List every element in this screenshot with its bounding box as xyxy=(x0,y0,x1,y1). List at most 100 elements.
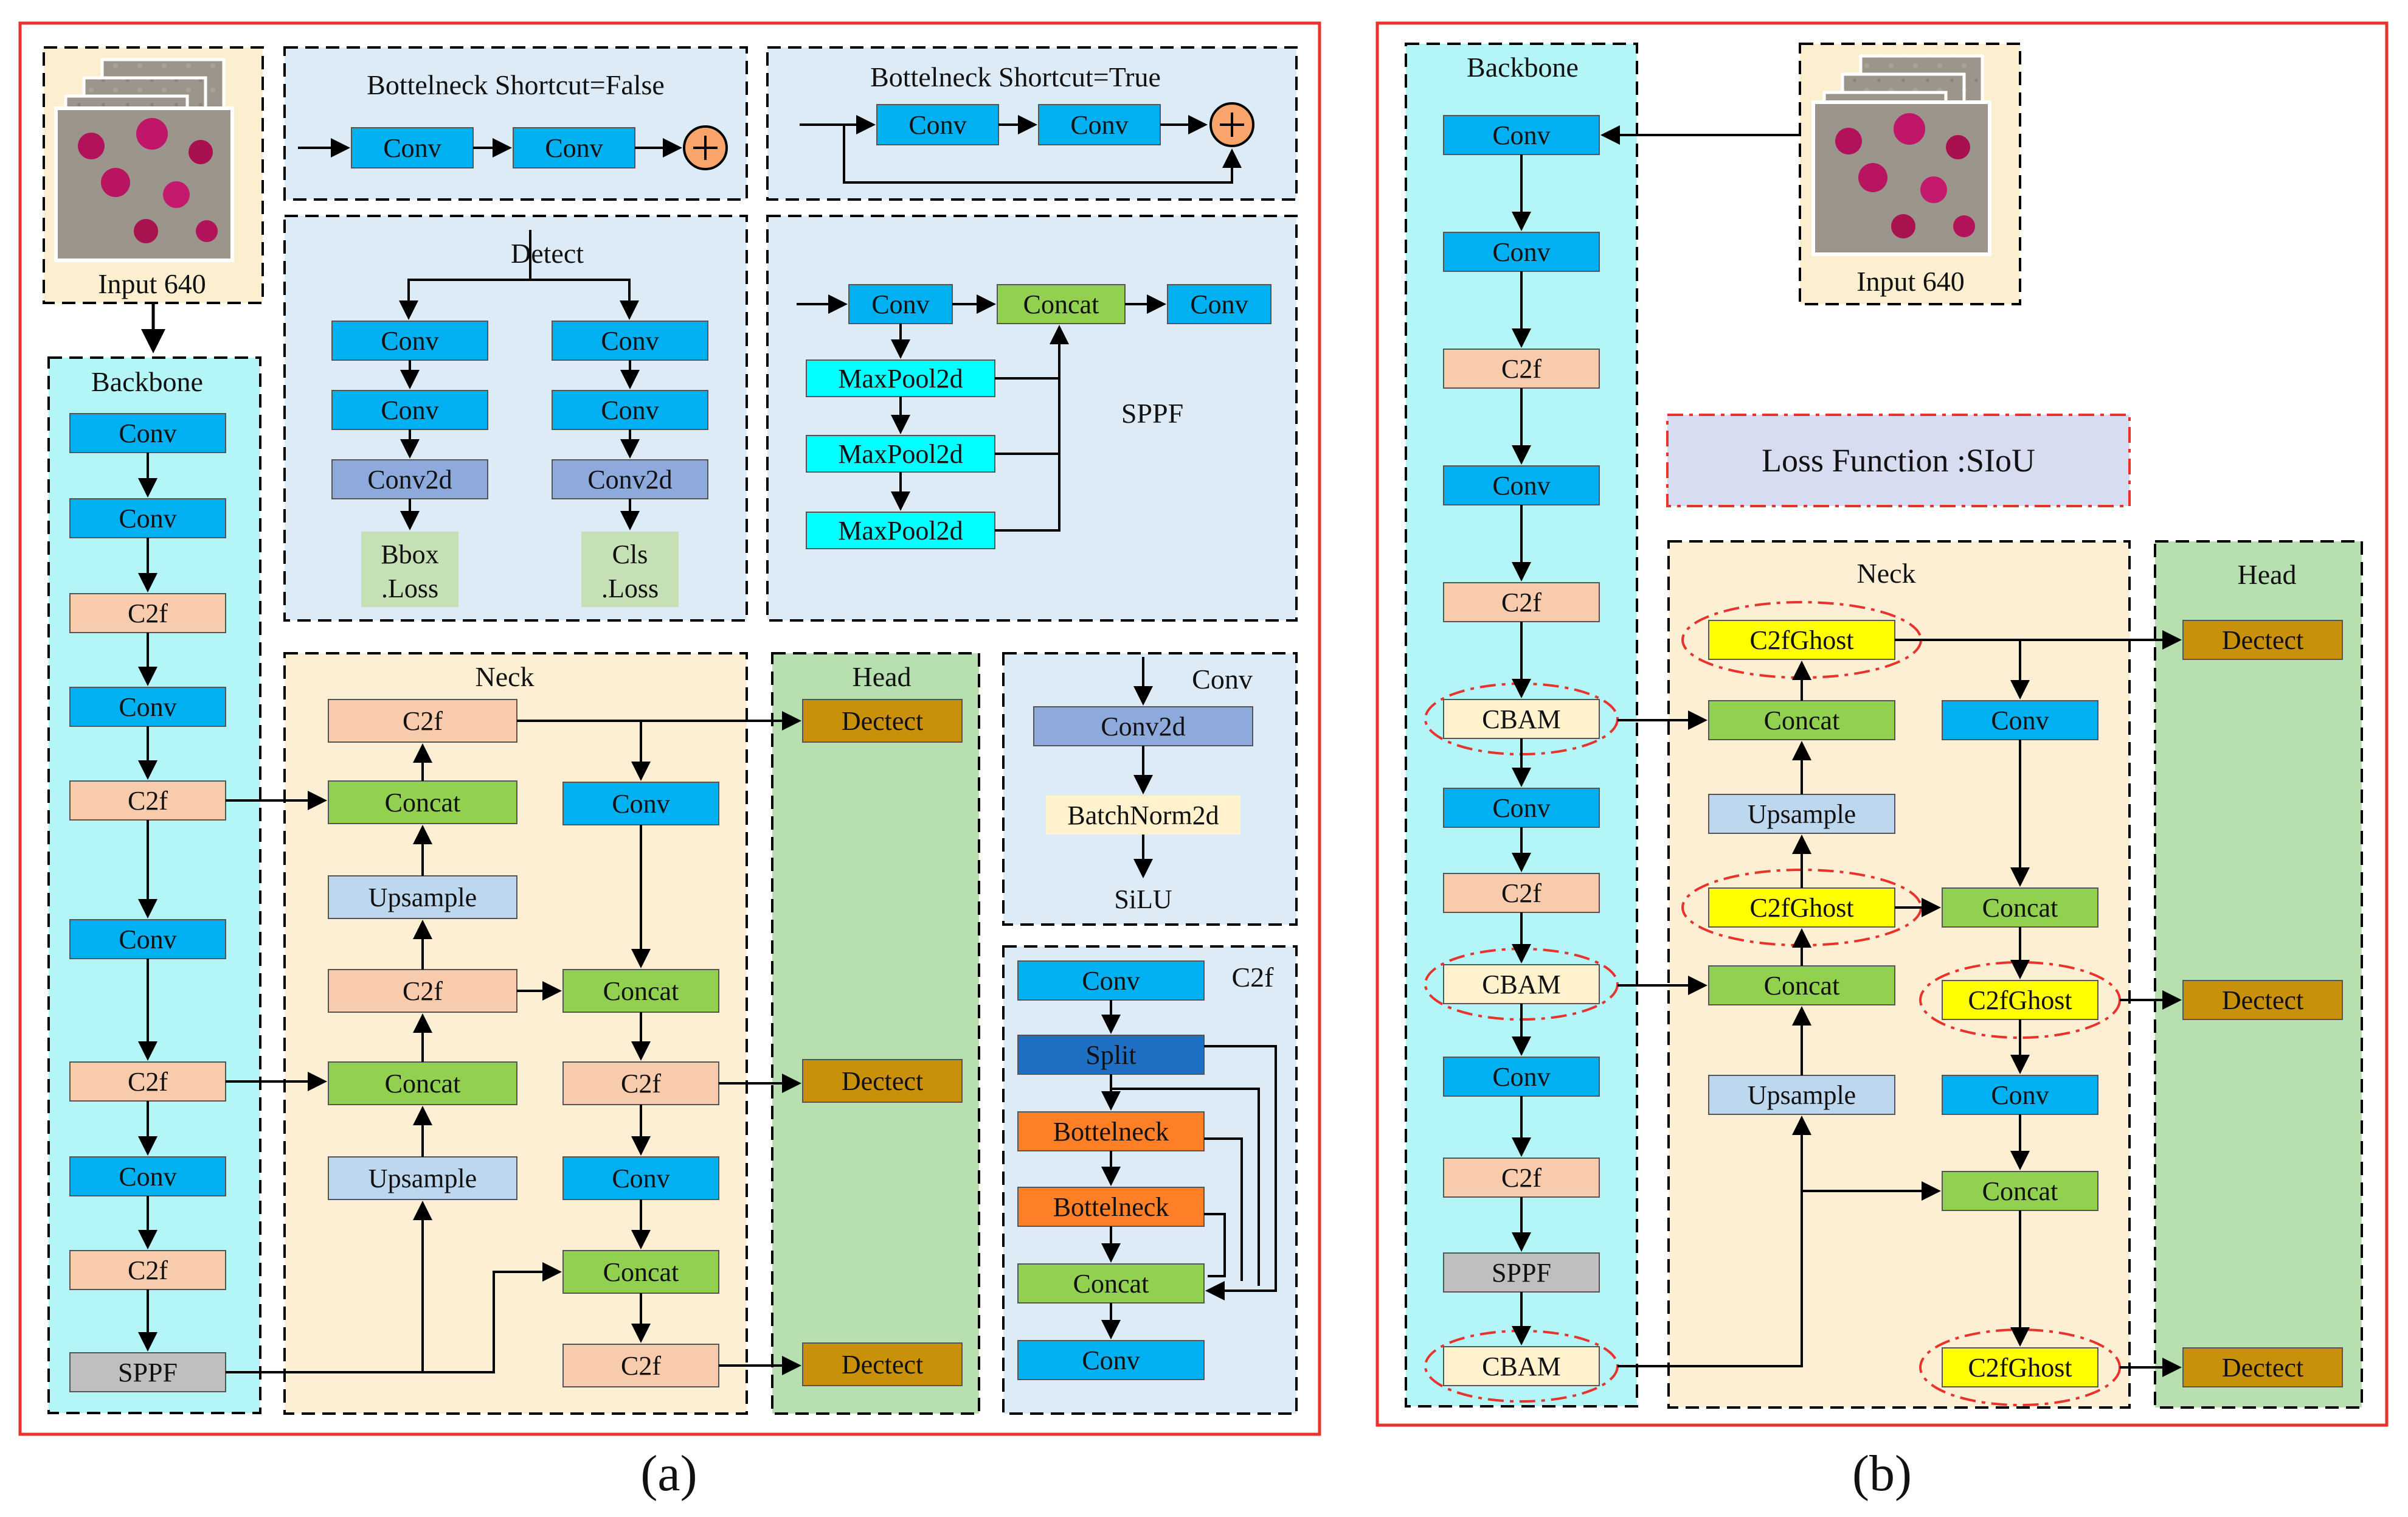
backbone-b-block-2-label: Conv xyxy=(1492,237,1550,267)
neck-b-title: Neck xyxy=(1856,558,1915,589)
flower-image-b xyxy=(1835,113,1975,238)
sppf-title: SPPF xyxy=(1121,398,1183,429)
backbone-a-block-1 xyxy=(69,413,226,453)
c2f-module-concat xyxy=(1017,1263,1205,1304)
neck-a-c2f-right-1 xyxy=(562,1061,719,1105)
caption-a: (a) xyxy=(640,1445,697,1502)
neck-b-concat-1-label: Concat xyxy=(1764,706,1840,735)
add-icon xyxy=(1209,102,1254,147)
backbone-a-block-3-label: C2f xyxy=(128,599,168,628)
bottleneck-true-conv-1-label: Conv xyxy=(908,110,966,140)
backbone-b-block-5 xyxy=(1443,582,1600,622)
backbone-a-block-2-label: Conv xyxy=(119,504,176,533)
backbone-b-block-3 xyxy=(1443,349,1600,389)
backbone-b-block-8-label: C2f xyxy=(1501,878,1541,908)
backbone-a-block-10-label: SPPF xyxy=(118,1358,178,1387)
neck-a-concat-1-label: Concat xyxy=(385,788,461,818)
c2f-module-conv-1-label: Conv xyxy=(1082,966,1140,996)
backbone-a-block-7 xyxy=(69,1061,226,1102)
flower-image-a xyxy=(78,118,218,243)
neck-a-c2f-right-1-label: C2f xyxy=(621,1069,661,1099)
backbone-b-block-3-label: C2f xyxy=(1501,354,1541,384)
neck-b-c2fghost-4-label: C2fGhost xyxy=(1968,1353,2072,1383)
neck-a-upsample-2-label: Upsample xyxy=(368,1164,477,1193)
c2f-module-split-label: Split xyxy=(1085,1040,1136,1070)
head-b-detect-3 xyxy=(2182,1347,2343,1387)
maxpool-1 xyxy=(806,359,995,397)
conv-module-title: Conv xyxy=(1192,664,1253,695)
c2f-module: C2f Conv Split Bottelneck Bottelneck Con… xyxy=(1002,945,1298,1415)
neck-a-upsample-1-label: Upsample xyxy=(368,883,477,912)
detect-conv2d-left xyxy=(331,459,488,499)
head-b-detect-2-label: Dectect xyxy=(2222,985,2303,1015)
neck-a-conv-1 xyxy=(562,782,719,825)
bottleneck-true-title: Bottelneck Shortcut=True xyxy=(870,61,1161,92)
head-a-detect-2 xyxy=(802,1059,963,1103)
backbone-a-block-10 xyxy=(69,1352,226,1392)
backbone-a-block-6 xyxy=(69,919,226,959)
detect-conv-right-2 xyxy=(552,390,708,430)
c2f-module-bottleneck-2 xyxy=(1017,1187,1205,1227)
detect-conv2d-left-label: Conv2d xyxy=(367,465,452,495)
neck-a-concat-3-label: Concat xyxy=(603,976,679,1006)
backbone-b-block-5-label: C2f xyxy=(1501,588,1541,617)
head-b: Head Dectect Dectect Dectect xyxy=(2154,540,2363,1409)
sppf-conv-1-label: Conv xyxy=(871,290,929,319)
neck-b-c2fghost-2 xyxy=(1708,887,1895,928)
c2f-module-conv-1 xyxy=(1017,960,1205,1001)
c2f-module-split xyxy=(1017,1035,1205,1075)
neck-a-conv-2-label: Conv xyxy=(612,1164,669,1193)
backbone-b-block-6 xyxy=(1443,699,1600,739)
c2f-module-bottleneck-2-label: Bottelneck xyxy=(1053,1192,1169,1222)
neck-a-conv-2 xyxy=(562,1156,719,1200)
bottleneck-true-conv-2 xyxy=(1038,104,1161,145)
neck-b-concat-3-label: Concat xyxy=(1982,893,2058,923)
backbone-a-block-7-label: C2f xyxy=(128,1067,168,1097)
add-icon xyxy=(683,125,728,170)
neck-a-c2f-mid-label: C2f xyxy=(403,976,443,1006)
neck-b-c2fghost-4 xyxy=(1942,1347,2098,1387)
neck-a-concat-1 xyxy=(328,780,517,824)
conv-module: Conv Conv2d BatchNorm2d SiLU xyxy=(1002,652,1298,926)
neck-a-c2f-right-2 xyxy=(562,1344,719,1387)
bottleneck-true-module: Bottelneck Shortcut=True Conv Conv xyxy=(766,46,1298,201)
neck-a-upsample-2 xyxy=(328,1156,517,1200)
head-a-detect-3-label: Dectect xyxy=(842,1350,923,1380)
bbox-loss xyxy=(361,532,458,607)
c2f-module-conv-2 xyxy=(1017,1340,1205,1380)
sppf-conv-2 xyxy=(1167,284,1271,324)
neck-a-c2f-mid xyxy=(328,969,517,1013)
backbone-b-block-9-label: CBAM xyxy=(1482,970,1561,999)
detect-conv2d-right xyxy=(552,459,708,499)
head-a-detect-1 xyxy=(802,699,963,743)
head-b-detect-1 xyxy=(2182,620,2343,660)
head-b-detect-3-label: Dectect xyxy=(2222,1353,2303,1383)
maxpool-3-label: MaxPool2d xyxy=(838,516,963,546)
c2f-module-conv-2-label: Conv xyxy=(1082,1345,1140,1375)
neck-b-c2fghost-3 xyxy=(1942,980,2098,1020)
neck-b-upsample-2 xyxy=(1708,1075,1895,1115)
cls-loss xyxy=(581,532,679,607)
backbone-a-block-6-label: Conv xyxy=(119,925,176,954)
neck-b-conv-2 xyxy=(1942,1075,2098,1115)
conv-module-batchnorm-label: BatchNorm2d xyxy=(1067,800,1219,830)
sppf-conv-1 xyxy=(848,284,953,324)
backbone-b-block-8 xyxy=(1443,873,1600,913)
backbone-a-block-4-label: Conv xyxy=(119,692,176,722)
neck-b: Neck C2fGhost Concat Upsample C2fGhost C… xyxy=(1667,540,2131,1409)
neck-a-c2f-top-label: C2f xyxy=(403,706,443,736)
neck-a-upsample-1 xyxy=(328,875,517,919)
backbone-b-block-13 xyxy=(1443,1346,1600,1386)
bottleneck-false-conv-2-label: Conv xyxy=(545,133,603,163)
backbone-b-block-1 xyxy=(1443,115,1600,155)
backbone-b-block-13-label: CBAM xyxy=(1482,1352,1561,1381)
c2f-module-bottleneck-1-label: Bottelneck xyxy=(1053,1117,1169,1147)
bottleneck-false-module: Bottelneck Shortcut=False Conv Conv xyxy=(283,46,748,201)
backbone-a-block-9 xyxy=(69,1250,226,1290)
neck-b-c2fghost-3-label: C2fGhost xyxy=(1968,985,2072,1015)
backbone-a-block-1-label: Conv xyxy=(119,418,176,448)
head-a-detect-1-label: Dectect xyxy=(842,706,923,736)
neck-b-conv-1-label: Conv xyxy=(1991,706,2049,735)
backbone-b-block-12 xyxy=(1443,1252,1600,1293)
